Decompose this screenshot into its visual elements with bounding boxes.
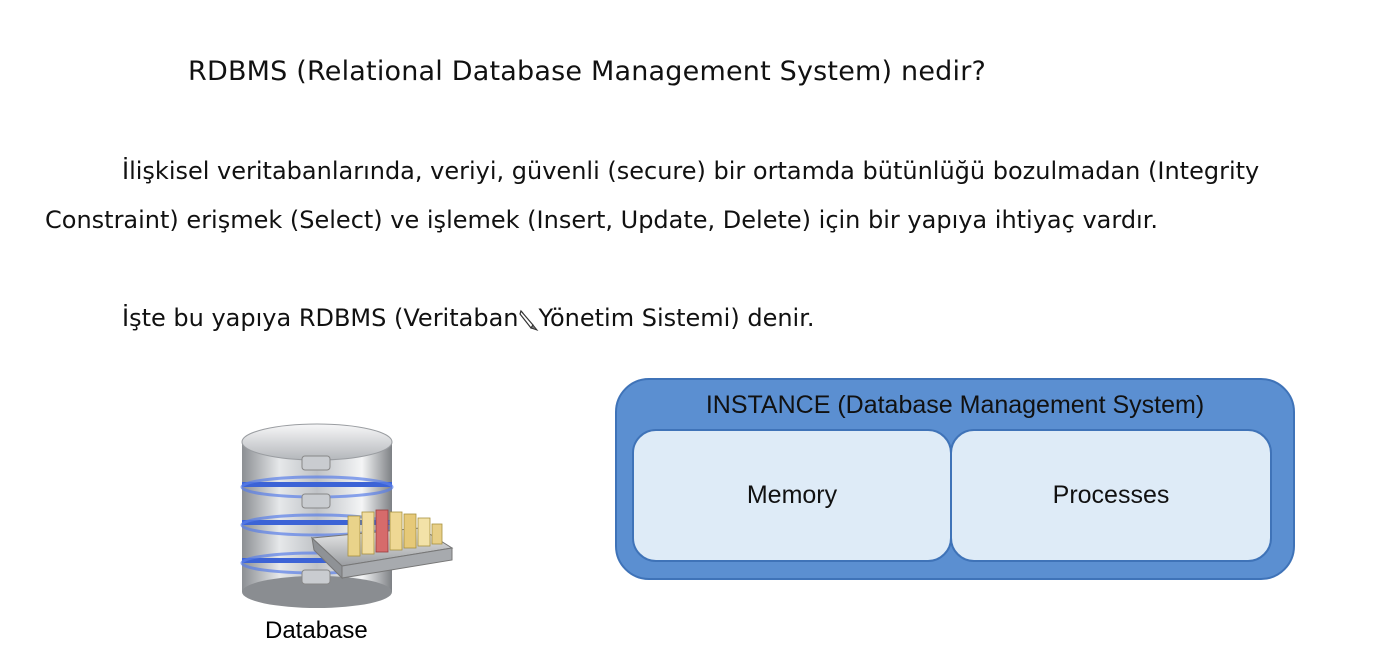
paragraph-conclusion: İşte bu yapıya RDBMS (Veritaban Yönetim … [45,294,1295,343]
paragraph-definition: İlişkisel veritabanlarında, veriyi, güve… [45,147,1295,245]
instance-title: INSTANCE (Database Management System) [705,391,1205,419]
memory-box: Memory [632,429,952,562]
paragraph-conclusion-text-start: İşte bu yapıya RDBMS (Veritaban [122,304,519,332]
slide-title: RDBMS (Relational Database Management Sy… [188,56,987,87]
instance-diagram: INSTANCE (Database Management System) Me… [615,378,1295,580]
paragraph-definition-text: İlişkisel veritabanlarında, veriyi, güve… [45,157,1260,234]
database-label: Database [265,617,368,644]
database-server-icon [230,420,490,610]
paragraph-conclusion-text-end: Yönetim Sistemi) denir. [538,304,815,332]
pen-cursor-icon [518,300,539,332]
processes-box: Processes [950,429,1272,562]
processes-label: Processes [1052,481,1170,509]
memory-label: Memory [746,481,838,509]
